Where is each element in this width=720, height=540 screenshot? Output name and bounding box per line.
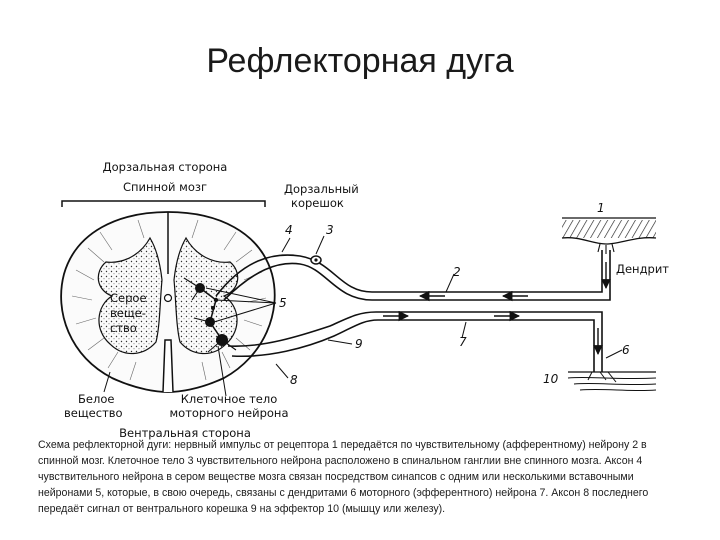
gray-matter-label-1: Серое [110,291,147,305]
dorsal-side-label: Дорзальная сторона [103,160,228,174]
white-matter-label-2: вещество [64,406,123,420]
number-4: 4 [285,223,293,237]
dorsal-root-label-2: корешок [291,196,344,210]
number-2: 2 [453,265,461,279]
number-6: 6 [622,343,630,357]
interneuron-2 [205,317,215,327]
motor-body-label-1: Клеточное тело [181,392,278,406]
dendrite-label: Дендрит [616,262,669,276]
gray-matter-left [97,236,163,355]
number-7: 7 [459,335,467,349]
interneuron-1 [195,283,205,293]
spinal-cord-bracket [61,200,266,207]
spinal-cord-label: Спинной мозг [123,180,207,194]
spinal-cord-section [60,211,276,393]
number-5: 5 [279,296,287,310]
number-8: 8 [290,373,298,387]
diagram-caption: Схема рефлекторной дуги: нервный импульс… [38,439,649,515]
dorsal-root-label-1: Дорзальный [284,182,359,196]
motor-body-label-2: моторного нейрона [169,406,288,420]
effector-muscle [567,371,657,392]
receptor-skin [561,217,657,254]
number-1: 1 [597,201,605,215]
white-matter-label-1: Белое [78,392,114,406]
number-3: 3 [326,223,334,237]
ventral-side-label: Вентральная сторона [119,426,251,440]
efferent-fiber [227,311,603,372]
slide-title: Рефлекторная дуга [206,42,514,80]
central-canal [163,293,173,303]
number-10: 10 [543,372,559,386]
motor-neuron-body [216,334,228,346]
interneurons [183,277,237,353]
number-9: 9 [355,337,363,351]
gray-matter-label-2: веще- [110,306,146,320]
gray-matter-label-3: ство [110,321,137,335]
afferent-fiber [215,250,611,301]
